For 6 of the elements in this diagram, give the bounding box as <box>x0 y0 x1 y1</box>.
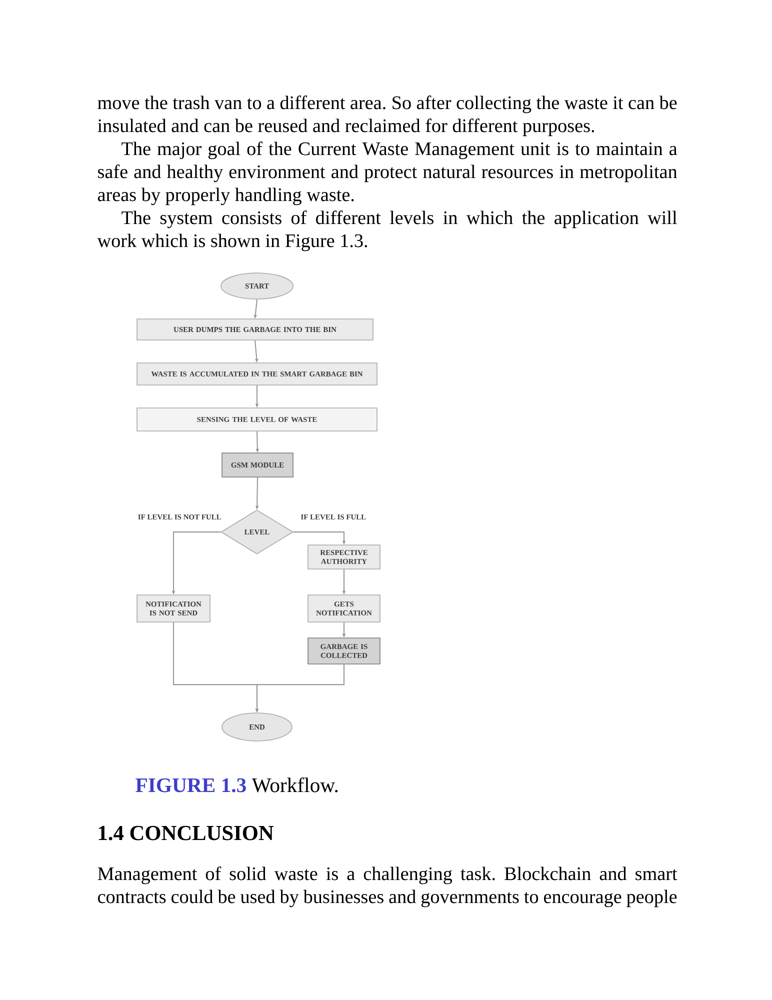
body-paragraph: move the trash van to a different area. So after collecting the waste it can be insulated and can be reused and reclaimed for different purposes. <box>98 96 677 136</box>
body-paragraph: The system consists of different levels in which the application will work which is shown in Figure 1.3. <box>97 210 677 252</box>
body-paragraph: Management of solid waste is a challenging task. Blockchain and smart contracts could be used by businesses and governments to encourage people <box>98 866 678 908</box>
body-paragraph: The major goal of the Current Waste Management unit is to maintain a safe and healthy environment and protect natural resources in metropolitan areas by properly handling waste. <box>98 142 678 206</box>
section-heading: 1.4 CONCLUSION <box>98 826 274 840</box>
figure-caption: FIGURE 1.3 Workflow. <box>136 777 338 792</box>
